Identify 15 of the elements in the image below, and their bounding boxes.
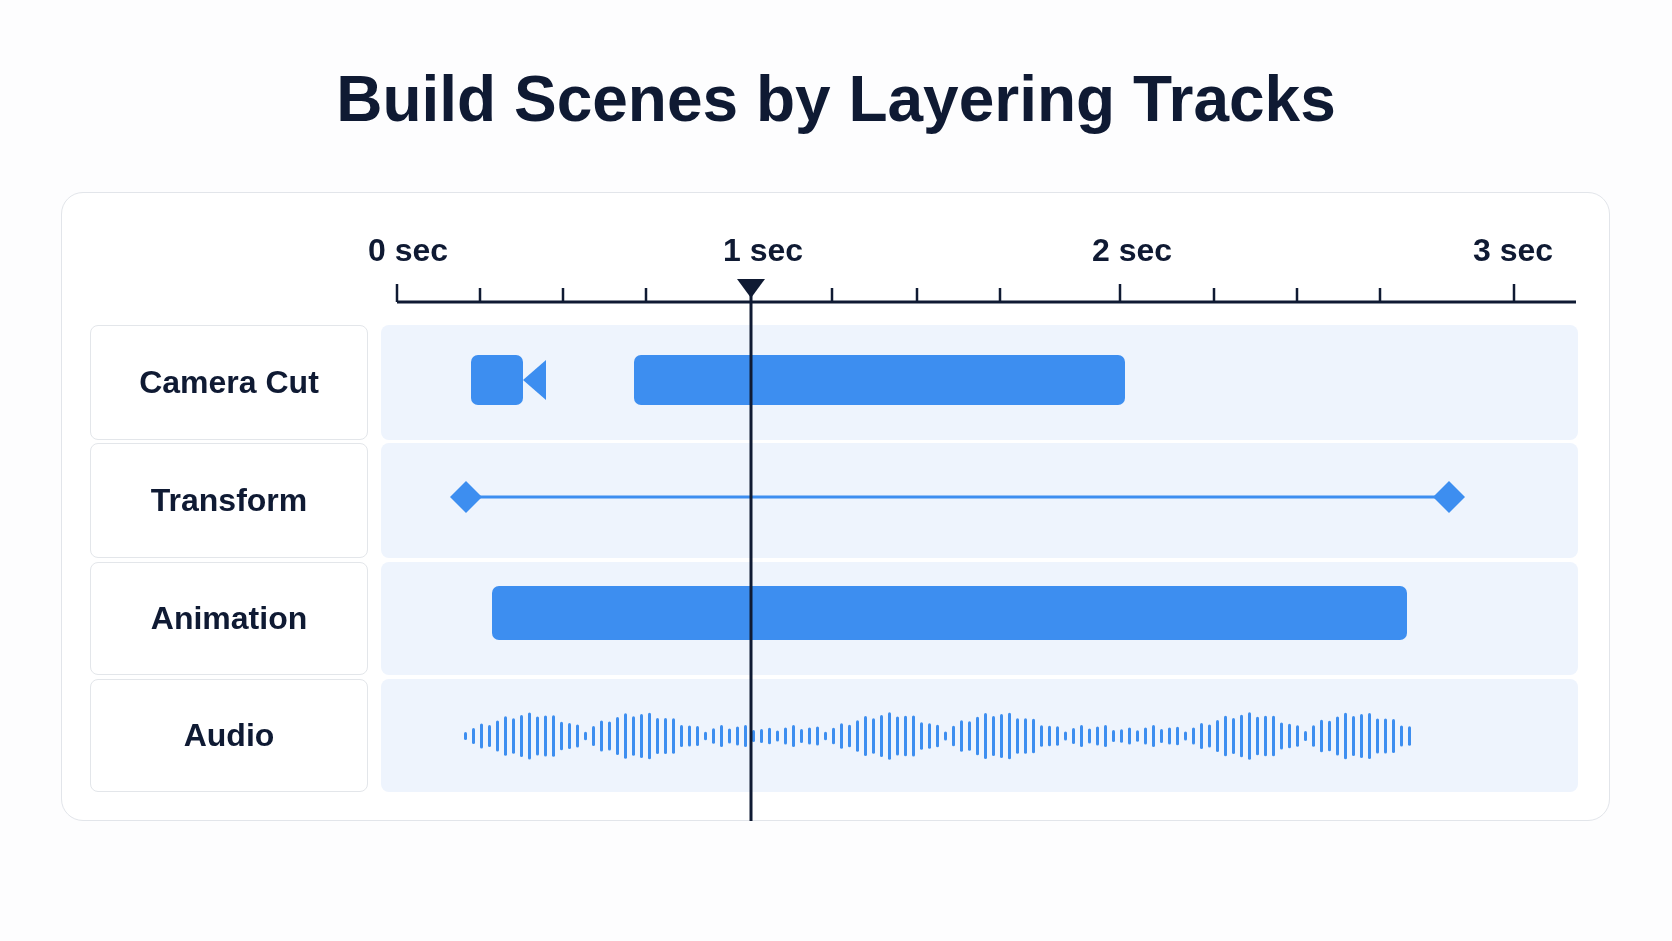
time-label: 0 sec bbox=[367, 232, 449, 269]
time-label: 1 sec bbox=[722, 232, 804, 269]
track-name: Animation bbox=[150, 600, 308, 637]
track-name: Audio bbox=[183, 717, 275, 754]
track-label-box bbox=[90, 443, 368, 558]
track-label-box bbox=[90, 562, 368, 675]
clip-bar bbox=[492, 586, 1407, 640]
track-label-box bbox=[90, 325, 368, 440]
track-label-box bbox=[90, 679, 368, 792]
title: Build Scenes by Layering Tracks bbox=[335, 62, 1337, 136]
clip-bar bbox=[634, 355, 1125, 405]
time-label: 3 sec bbox=[1472, 232, 1554, 269]
track-name: Camera Cut bbox=[139, 364, 319, 401]
time-label: 2 sec bbox=[1091, 232, 1173, 269]
track-name: Transform bbox=[150, 482, 308, 519]
